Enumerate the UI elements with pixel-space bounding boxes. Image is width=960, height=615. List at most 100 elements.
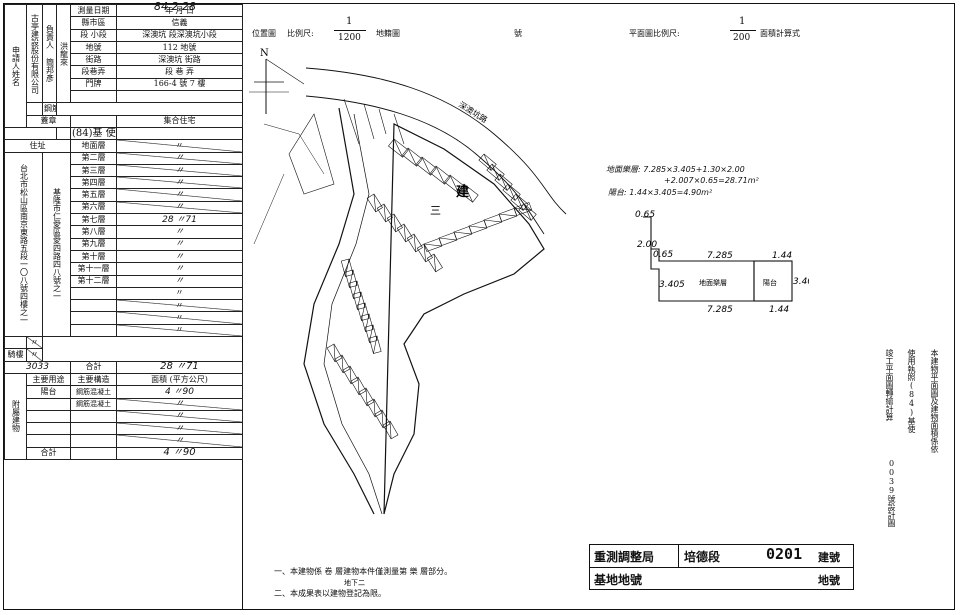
field-value: 深澳坑 街路 xyxy=(116,53,243,67)
annex-area: 〃 xyxy=(116,422,243,436)
parcel-hatch xyxy=(349,269,354,288)
field-label xyxy=(56,126,71,141)
floor-label: 第九層 xyxy=(70,237,117,251)
building-parcel xyxy=(364,324,378,343)
building-parcel xyxy=(360,313,374,332)
building-parcel xyxy=(352,291,366,310)
parcel-hatch xyxy=(383,203,386,222)
parcel-hatch xyxy=(389,420,392,439)
total-label: 合計 xyxy=(70,360,117,374)
building-parcel xyxy=(358,387,375,407)
address-text-1: 台北市松山區南京東路五段一〇八號四樓之一 xyxy=(4,151,43,338)
field-value: 深澳坑 段深澳坑小段 xyxy=(116,28,243,42)
dim-label: 0.65 xyxy=(653,250,673,260)
floor-plan-drawing: 0.65 2.00 0.65 7.285 3.405 1.44 3.405 7.… xyxy=(635,210,809,315)
floor-label: 第四層 xyxy=(70,176,117,190)
block-label-2: 三 xyxy=(430,204,441,217)
annex-header-area: 面積 (平方公尺) xyxy=(116,372,243,387)
dim-label: 7.285 xyxy=(707,251,733,261)
annex-total-label: 合計 xyxy=(26,446,71,460)
building-parcel xyxy=(386,213,403,233)
annex-use xyxy=(26,409,71,424)
floor-label: 第八層 xyxy=(70,225,117,239)
parcel-hatch xyxy=(507,183,516,201)
calc-line-3: 陽台: 1.44×3.405=4.90m² xyxy=(608,188,713,197)
floor-value: 〃 xyxy=(116,188,243,202)
address-text-2: 基隆市仁愛區愛四路四八號之一 xyxy=(42,151,71,338)
building-parcel xyxy=(368,335,382,354)
right-note-col2: 使用執照(84)基使 xyxy=(907,349,916,433)
floor-label: 第五層 xyxy=(70,188,117,202)
applicant-name-1: 古亭建設股份有限公司 xyxy=(26,3,43,104)
applicant-name-3: 洪龍來 xyxy=(56,3,71,104)
book-number: 3033 xyxy=(4,360,71,374)
annex-use xyxy=(26,422,71,436)
annex-structure: 鋼筋混凝土 xyxy=(70,385,117,399)
building-parcel xyxy=(382,420,399,440)
annex-area: 〃 xyxy=(116,434,243,448)
parcel-hatch xyxy=(407,147,417,167)
annex-use xyxy=(26,434,71,448)
floor-value: 〃 xyxy=(116,200,243,215)
parcel-hatch xyxy=(357,291,362,310)
floor-value: 〃 xyxy=(116,225,243,239)
field-label xyxy=(70,114,117,128)
parcel-hatch xyxy=(403,223,406,242)
field-label: 縣市區 xyxy=(70,16,117,30)
parcel-hatch xyxy=(438,237,457,241)
parcel-hatch xyxy=(421,156,431,176)
building-parcel xyxy=(388,138,409,158)
floor-label xyxy=(70,299,117,313)
floorplan-scale-den: 200 xyxy=(733,33,751,43)
building-parcel xyxy=(430,165,451,185)
building-parcel xyxy=(444,174,465,194)
floor-label: 第三層 xyxy=(70,163,117,178)
field-label: 段巷弄 xyxy=(70,65,117,79)
calc-line-2: +2.007×0.65=28.71m² xyxy=(664,176,759,185)
field-label xyxy=(70,90,117,104)
annex-header-use: 主要用途 xyxy=(26,372,71,387)
floor-value: 〃 xyxy=(116,176,243,190)
annex-structure xyxy=(70,422,117,436)
site-map: N 深澳坑路 建 三 xyxy=(249,48,567,515)
floor-label: 第十層 xyxy=(70,249,117,264)
parcel-hatch xyxy=(433,253,436,272)
floor-label: 第十二層 xyxy=(70,274,117,288)
building-parcel xyxy=(376,203,393,223)
stamp-building-no: 0201 xyxy=(766,545,803,563)
floor-value: 〃 xyxy=(116,151,243,165)
annex-structure xyxy=(70,434,117,448)
building-parcel xyxy=(518,203,537,221)
field-value: 166-4 號 7 樓 xyxy=(116,77,243,92)
north-arrow-icon xyxy=(249,58,305,114)
stamp-building-label: 建號 xyxy=(818,551,840,564)
floor-value: 28 〃71 xyxy=(116,213,243,227)
stamp-land-label: 基地地號 xyxy=(594,573,643,587)
survey-document: 申請人姓名古亭建設股份有限公司負責人 簡邦彥洪龍來測量日期年 月 日縣市區信義段… xyxy=(3,0,955,610)
parcel-hatch xyxy=(515,193,524,211)
parcel-hatch xyxy=(353,280,358,299)
field-value: (84)基 使字0039號 xyxy=(70,126,117,141)
block-label: 建 xyxy=(456,184,469,200)
parcel-hatch xyxy=(523,203,532,221)
dim-label: 7.285 xyxy=(707,305,733,315)
dim-label: 3.405 xyxy=(793,277,809,287)
parcel-hatch xyxy=(463,183,473,203)
dim-label: 3.405 xyxy=(659,280,685,290)
seal-box xyxy=(4,126,57,141)
field-label: 街路 xyxy=(70,53,117,67)
cadastral-map-label: 地籍圖 xyxy=(376,29,400,38)
building-parcel xyxy=(350,376,367,396)
floor-label: 第十一層 xyxy=(70,262,117,276)
dim-label: 1.44 xyxy=(769,305,789,315)
right-note-col1: 本建物平面圖及建物面積係依 xyxy=(930,349,939,453)
north-label: N xyxy=(260,48,269,59)
building-parcel xyxy=(366,398,383,418)
parcel-hatch xyxy=(498,213,517,217)
parcel-hatch xyxy=(499,173,508,191)
floor-value: 〃 xyxy=(116,163,243,178)
floor-label: 第七層 xyxy=(70,213,117,227)
annex-structure: 鋼筋混凝土 xyxy=(70,397,117,411)
building-parcel xyxy=(340,258,354,277)
parcel-hatch xyxy=(365,313,370,332)
